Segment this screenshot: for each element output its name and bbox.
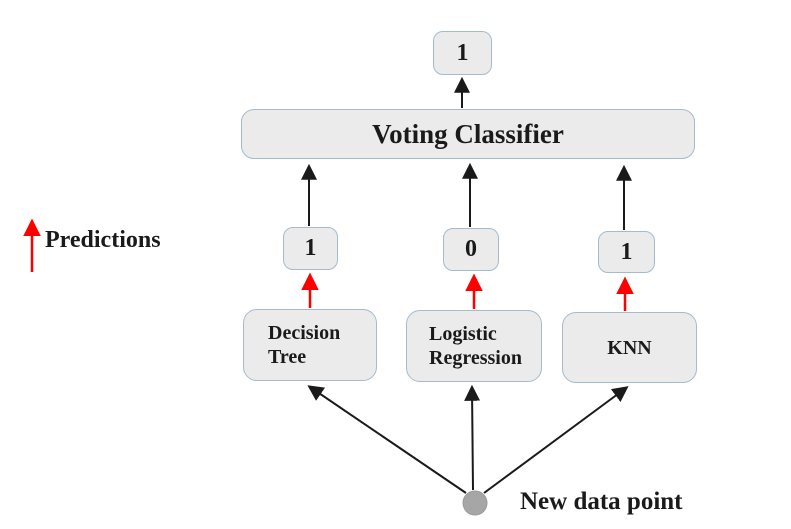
classifier-box-logistic-regression: Logistic Regression — [406, 310, 542, 382]
prediction-value: 1 — [304, 235, 317, 261]
new-data-point-label: New data point — [520, 488, 683, 515]
prediction-box-knn: 1 — [598, 231, 655, 273]
voting-classifier-label: Voting Classifier — [372, 118, 564, 149]
predictions-legend-label: Predictions — [45, 227, 161, 253]
prediction-box-decision-tree: 1 — [283, 227, 338, 270]
prediction-box-logistic-regression: 0 — [443, 228, 499, 271]
voting-classifier-box: Voting Classifier — [241, 109, 695, 159]
new-data-point-circle — [462, 490, 488, 516]
final-prediction-box: 1 — [433, 31, 492, 75]
final-prediction-value: 1 — [456, 39, 469, 66]
arrow-datapoint-to-decision-tree — [307, 385, 467, 494]
classifier-box-knn: KNN — [562, 312, 697, 383]
prediction-value: 1 — [620, 238, 633, 265]
classifier-label: Logistic Regression — [429, 323, 522, 369]
classifier-box-decision-tree: Decision Tree — [243, 309, 377, 381]
classifier-label: Decision Tree — [268, 322, 341, 368]
classifier-label: KNN — [607, 336, 652, 359]
arrow-datapoint-to-knn — [483, 386, 629, 494]
arrow-datapoint-to-logistic-regression — [464, 384, 481, 491]
prediction-value: 0 — [465, 236, 477, 262]
